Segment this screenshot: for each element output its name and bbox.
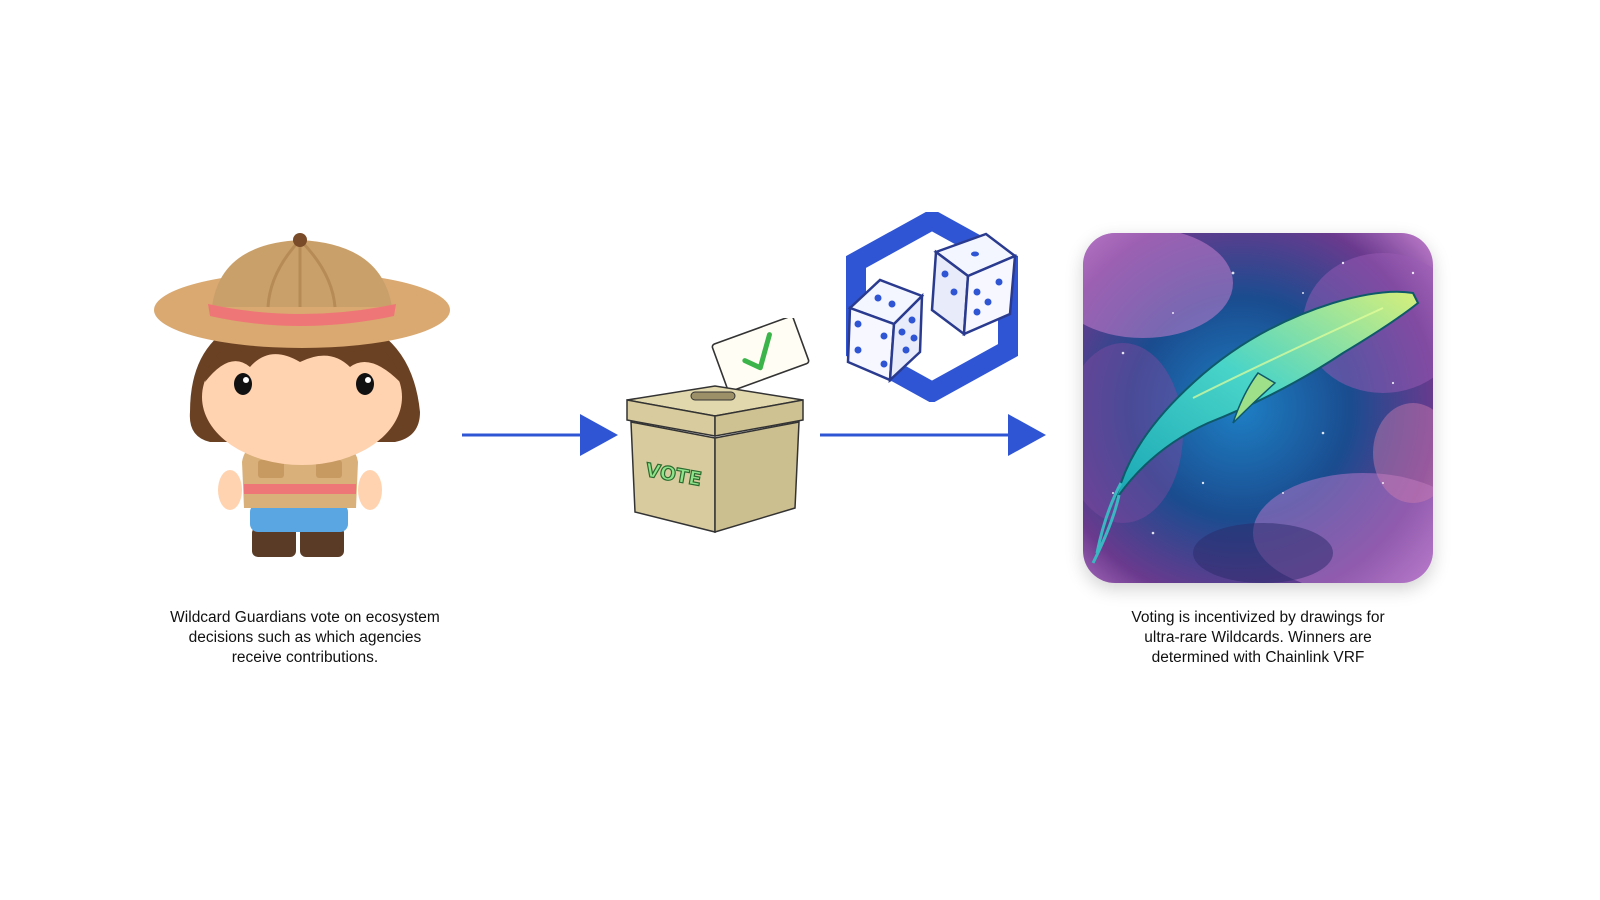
guardian-caption: Wildcard Guardians vote on ecosystem dec… bbox=[135, 608, 475, 668]
caption-line: determined with Chainlink VRF bbox=[1151, 649, 1365, 666]
arrow-right-icon bbox=[820, 414, 1046, 456]
dice-icon bbox=[846, 212, 1018, 402]
caption-line: ultra-rare Wildcards. Winners are bbox=[1144, 629, 1372, 646]
caption-line: Wildcard Guardians vote on ecosystem bbox=[170, 609, 440, 626]
caption-line: Voting is incentivized by drawings for bbox=[1131, 609, 1385, 626]
arrow-right-icon bbox=[462, 414, 618, 456]
ballot-box-icon: VOTE bbox=[626, 318, 810, 534]
checkmark-icon bbox=[742, 332, 772, 371]
ranger-character-icon bbox=[154, 233, 450, 557]
caption-line: decisions such as which agencies bbox=[188, 629, 422, 646]
whale-card-icon bbox=[1083, 233, 1433, 583]
caption-line: receive contributions. bbox=[231, 649, 379, 666]
reward-caption: Voting is incentivized by drawings for u… bbox=[1082, 608, 1434, 668]
